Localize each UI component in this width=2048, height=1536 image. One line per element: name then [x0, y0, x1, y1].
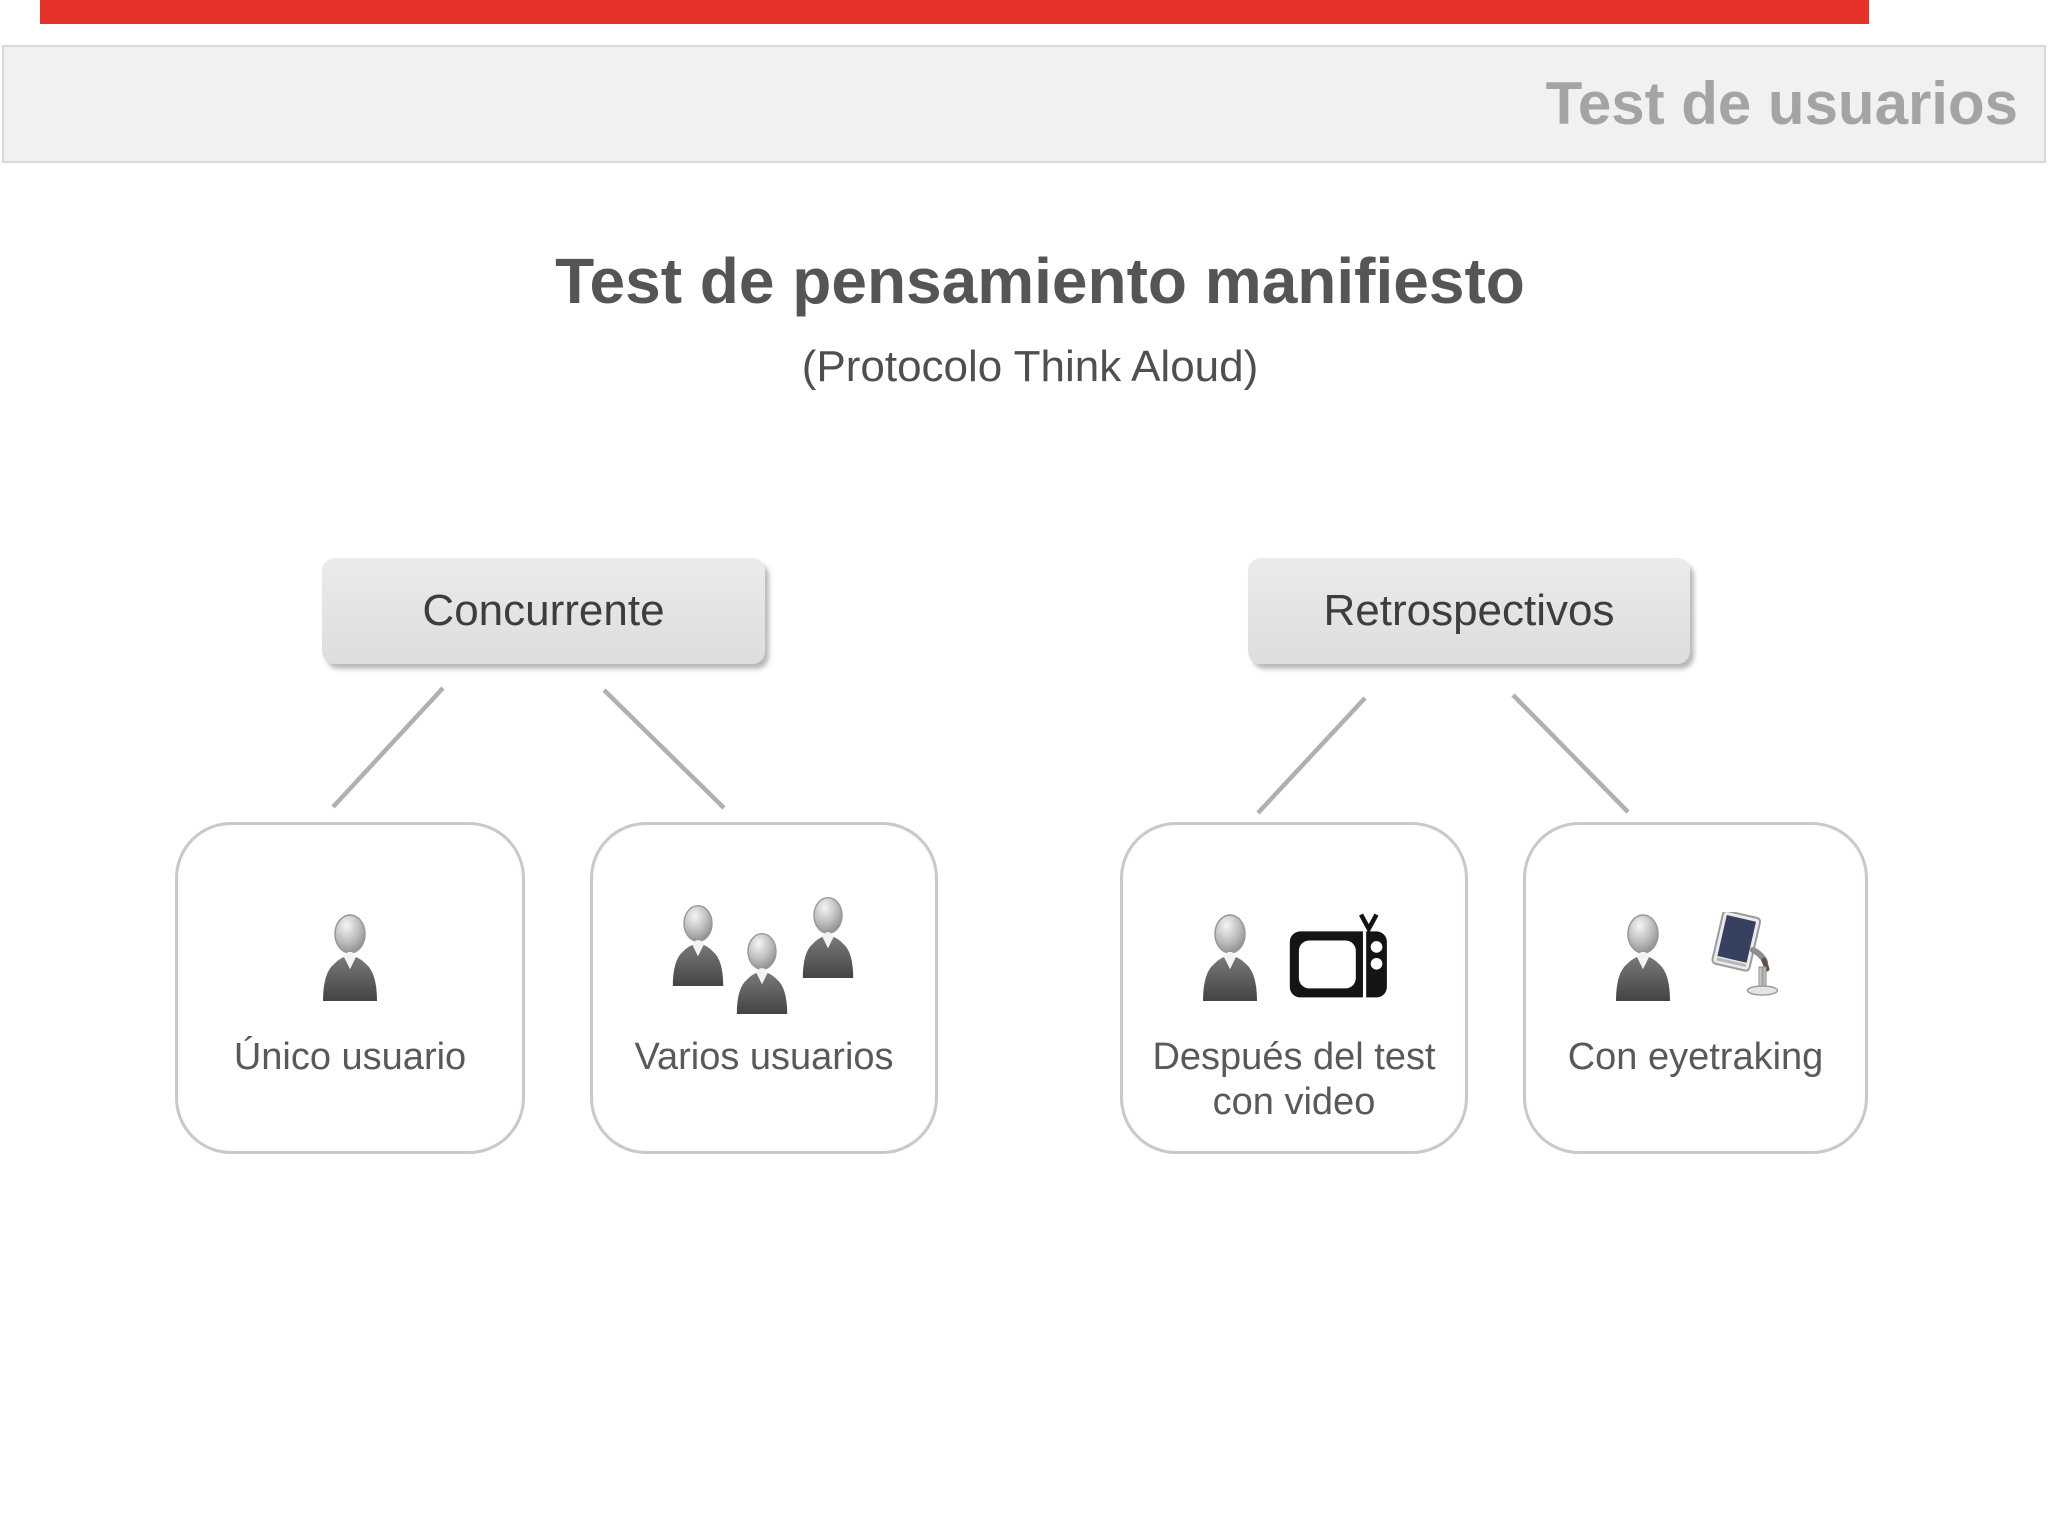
- icon-row: [318, 891, 382, 1021]
- leaf-label: Único usuario: [233, 1036, 467, 1078]
- header-band: Test de usuarios: [2, 45, 2046, 163]
- icon-row: [668, 891, 860, 1021]
- subtitle: (Protocolo Think Aloud): [801, 342, 1259, 391]
- connector-retrospectivos-left: [1256, 696, 1367, 815]
- leaf-node-unico-usuario: Único usuario: [175, 822, 525, 1154]
- branch-label: Concurrente: [422, 586, 665, 635]
- eyetracker-icon: [1701, 906, 1781, 1006]
- main-title: Test de pensamiento manifiesto: [555, 245, 1525, 317]
- multiple-users-icon: [668, 894, 860, 1018]
- branch-node-retrospectivos: Retrospectivos: [1248, 558, 1690, 664]
- user-icon: [732, 930, 792, 1014]
- branch-label: Retrospectivos: [1323, 586, 1615, 635]
- connector-retrospectivos-right: [1511, 693, 1630, 814]
- user-icon: [798, 894, 858, 978]
- leaf-label: Después del test con video: [1152, 1036, 1436, 1123]
- leaf-node-despues-del-test: Después del test con video: [1120, 822, 1468, 1154]
- page-title: Test de usuarios: [1545, 70, 2018, 137]
- leaf-label: Varios usuarios: [634, 1036, 894, 1078]
- progress-bar[interactable]: [40, 0, 1869, 24]
- user-icon: [668, 902, 728, 986]
- icon-row: [1611, 891, 1781, 1021]
- connector-concurrente-right: [602, 688, 726, 810]
- tv-video-icon: [1288, 912, 1390, 1000]
- connector-concurrente-left: [331, 686, 445, 809]
- user-icon: [1611, 911, 1675, 1001]
- leaf-node-con-eyetracking: Con eyetraking: [1523, 822, 1868, 1154]
- user-icon: [1198, 911, 1262, 1001]
- leaf-node-varios-usuarios: Varios usuarios: [590, 822, 938, 1154]
- icon-row: [1198, 891, 1390, 1021]
- single-user-icon: [318, 911, 382, 1001]
- branch-node-concurrente: Concurrente: [322, 558, 765, 664]
- leaf-label: Con eyetraking: [1567, 1036, 1824, 1078]
